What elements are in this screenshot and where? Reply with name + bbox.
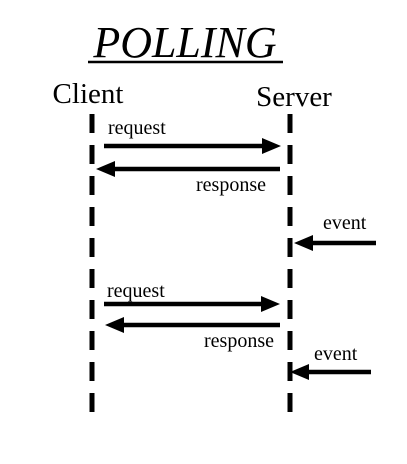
response-label-1: response bbox=[196, 174, 266, 196]
event-arrow-1 bbox=[294, 235, 376, 251]
client-label: Client bbox=[53, 78, 124, 110]
event-arrow-2 bbox=[290, 364, 371, 380]
response-label-2: response bbox=[204, 330, 274, 352]
diagram-title: POLLING bbox=[92, 18, 276, 67]
response-arrow-2 bbox=[105, 317, 280, 333]
request-label-2: request bbox=[107, 280, 165, 302]
request-arrow-2 bbox=[104, 296, 280, 312]
event-label-2: event bbox=[314, 343, 358, 365]
response-arrow-1 bbox=[96, 161, 280, 177]
event-label-1: event bbox=[323, 212, 367, 234]
server-label: Server bbox=[256, 81, 332, 113]
request-arrow-1 bbox=[104, 138, 281, 154]
request-label-1: request bbox=[108, 117, 166, 139]
